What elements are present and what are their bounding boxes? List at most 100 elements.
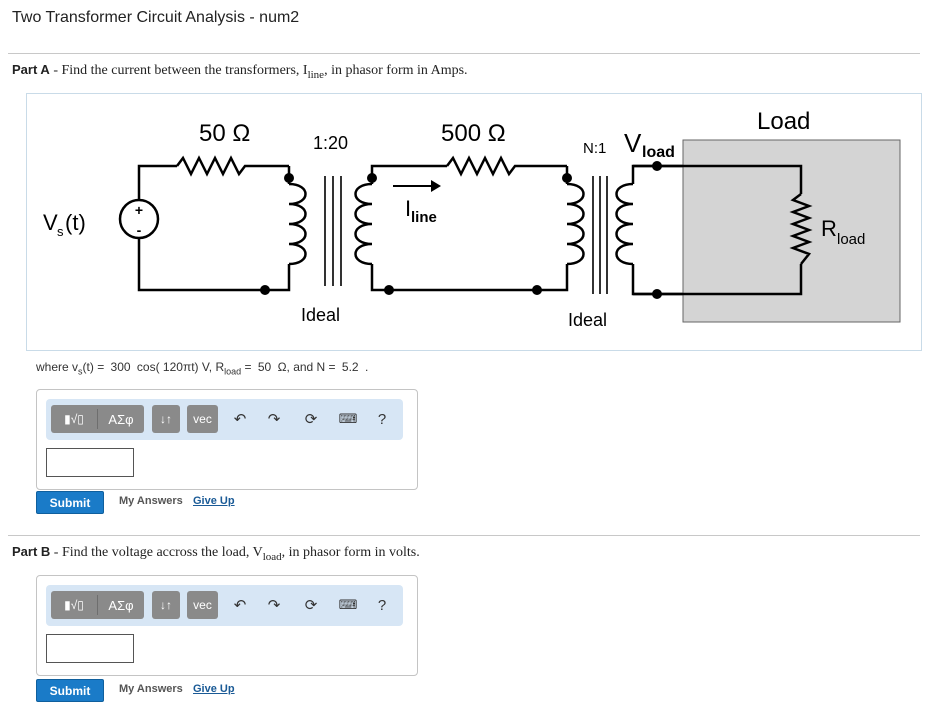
where-text: where v — [36, 360, 79, 374]
part-b-heading: Part B - Find the voltage accross the lo… — [12, 544, 420, 563]
circuit-diagram: + - 50 Ω 1:20 500 Ω N:1 V load Load V s … — [43, 108, 901, 330]
part-a-tb-group-1: ▮√▯ ΑΣφ — [51, 405, 144, 433]
rload-label-main: R — [821, 216, 837, 241]
coil-2-secondary — [615, 182, 634, 266]
where-vs-sub: s — [78, 366, 83, 377]
vec-button[interactable]: vec — [193, 598, 212, 612]
part-b-answer-input[interactable] — [46, 634, 134, 663]
redo-icon[interactable]: ↷ — [267, 597, 281, 614]
part-b-prompt-sub: load — [262, 550, 282, 563]
n-value: 5.2 — [341, 360, 359, 374]
load-label: Load — [757, 108, 810, 135]
tb-separator — [97, 595, 98, 615]
part-b-label: Part B — [12, 544, 51, 559]
part-a-my-answers-link[interactable]: My Answers — [119, 495, 183, 507]
help-button[interactable]: ? — [377, 410, 387, 428]
part-a-submit-button[interactable]: Submit — [36, 491, 104, 514]
ideal2-label: Ideal — [568, 310, 607, 330]
keyboard-icon[interactable]: ⌨ — [338, 597, 358, 612]
reset-icon[interactable]: ⟳ — [304, 597, 318, 614]
vload-label-main: V — [624, 128, 642, 158]
resistor-500 — [446, 155, 567, 177]
period: . — [364, 360, 369, 374]
greek-button[interactable]: ΑΣφ — [108, 411, 134, 427]
vec-button[interactable]: vec — [193, 412, 212, 426]
given-values: where vs(t) = 300 cos( 120πt) V, Rload =… — [36, 360, 368, 376]
vs-label-main: V — [43, 210, 58, 235]
part-b-toolbar: ▮√▯ ΑΣφ ↓↑ vec ↶ ↷ ⟳ ⌨ ? — [46, 585, 403, 626]
core-2 — [592, 176, 608, 294]
part-b-my-answers-link[interactable]: My Answers — [119, 683, 183, 695]
part-b-tb-group-2: ↓↑ — [152, 591, 180, 619]
coil-1-secondary — [354, 182, 373, 266]
coil-1-primary — [288, 182, 307, 266]
part-b-prompt: - Find the voltage accross the load, V — [50, 545, 263, 560]
templates-button[interactable]: ▮√▯ — [64, 598, 84, 612]
part-a-prompt-sub: line — [307, 68, 325, 81]
resistor-50 — [176, 155, 289, 177]
keyboard-icon[interactable]: ⌨ — [338, 411, 358, 426]
part-b-prompt-suffix: , in phasor form in volts. — [281, 545, 420, 560]
part-a-tb-group-2: ↓↑ — [152, 405, 180, 433]
rload-sub: load — [224, 366, 242, 377]
wire-source-top — [137, 164, 177, 200]
dot-3a — [532, 285, 542, 295]
part-b-answer-box: ▮√▯ ΑΣφ ↓↑ vec ↶ ↷ ⟳ ⌨ ? — [36, 575, 418, 676]
divider — [8, 535, 920, 536]
iline-label-sub: line — [411, 209, 437, 226]
part-a-tb-group-3: vec — [187, 405, 218, 433]
part-b-tb-group-3: vec — [187, 591, 218, 619]
dot-2a — [367, 173, 377, 183]
part-b-give-up-link[interactable]: Give Up — [193, 683, 235, 695]
part-a-answer-input[interactable] — [46, 448, 134, 477]
voltage-source — [118, 198, 160, 240]
dot-2b — [384, 285, 394, 295]
redo-icon[interactable]: ↷ — [267, 411, 281, 428]
amplitude-value: 300 — [110, 360, 131, 374]
cos-expr: cos( 120πt) V, R — [136, 360, 225, 374]
templates-button[interactable]: ▮√▯ — [64, 412, 84, 426]
part-b-tb-group-1: ▮√▯ ΑΣφ — [51, 591, 144, 619]
part-a-heading: Part A - Find the current between the tr… — [12, 62, 468, 81]
coil-2-primary — [566, 182, 585, 266]
dot-1b — [260, 285, 270, 295]
ratio1-label: 1:20 — [313, 133, 348, 153]
n-text: Ω, and N = — [277, 360, 336, 374]
greek-button[interactable]: ΑΣφ — [108, 597, 134, 613]
iline-label-main: I — [405, 196, 411, 221]
where-t-eq: (t) = — [82, 360, 105, 374]
tb-separator — [97, 409, 98, 429]
part-a-toolbar: ▮√▯ ΑΣφ ↓↑ vec ↶ ↷ ⟳ ⌨ ? — [46, 399, 403, 440]
dot-4b — [652, 289, 662, 299]
part-b-submit-button[interactable]: Submit — [36, 679, 104, 702]
source-minus: - — [137, 222, 142, 238]
part-a-label: Part A — [12, 62, 50, 77]
help-button[interactable]: ? — [377, 596, 387, 614]
vs-label-suffix: (t) — [65, 210, 86, 235]
arrows-button[interactable]: ↓↑ — [160, 412, 172, 426]
r1-label: 50 Ω — [199, 120, 250, 147]
undo-icon[interactable]: ↶ — [233, 411, 247, 428]
load-box — [682, 139, 901, 323]
rload-value: 50 — [257, 360, 272, 374]
r2-label: 500 Ω — [441, 120, 506, 147]
part-a-prompt: - Find the current between the transform… — [49, 63, 308, 78]
ratio2-label: N:1 — [583, 140, 606, 157]
dot-1a — [284, 173, 294, 183]
dot-3b — [562, 173, 572, 183]
wire-source-bottom — [137, 238, 265, 292]
reset-icon[interactable]: ⟳ — [304, 411, 318, 428]
part-a-answer-box: ▮√▯ ΑΣφ ↓↑ vec ↶ ↷ ⟳ ⌨ ? — [36, 389, 418, 490]
page-title: Two Transformer Circuit Analysis - num2 — [12, 9, 300, 26]
circuit-figure: + - 50 Ω 1:20 500 Ω N:1 V load Load V s … — [26, 93, 922, 351]
part-a-give-up-link[interactable]: Give Up — [193, 495, 235, 507]
vs-label-sub: s — [57, 224, 64, 239]
divider — [8, 53, 920, 54]
vload-label-sub: load — [642, 144, 675, 161]
arrows-button[interactable]: ↓↑ — [160, 598, 172, 612]
dot-4a — [652, 161, 662, 171]
source-plus: + — [135, 202, 143, 218]
part-a-prompt-suffix: , in phasor form in Amps. — [324, 63, 468, 78]
undo-icon[interactable]: ↶ — [233, 597, 247, 614]
core-1 — [324, 176, 342, 286]
